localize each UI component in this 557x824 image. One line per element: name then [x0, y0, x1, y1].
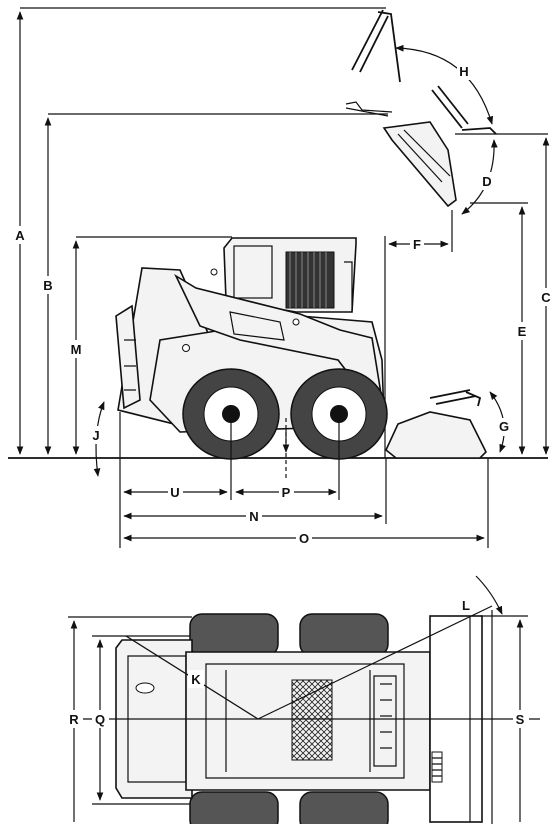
- label-j: J: [92, 428, 99, 443]
- label-r: R: [69, 712, 79, 727]
- label-m: M: [71, 342, 82, 357]
- raised-bucket-top: [351, 9, 401, 83]
- roof-mesh: [291, 679, 333, 761]
- tail-light: [135, 682, 155, 694]
- top-tire-front-left: [299, 613, 389, 657]
- label-h: H: [459, 64, 468, 79]
- label-u: U: [170, 485, 179, 500]
- label-k: K: [191, 672, 201, 687]
- top-tire-rear-right: [189, 791, 279, 824]
- raised-bucket-dump: [345, 85, 497, 208]
- top-view: K L R Q S: [67, 575, 540, 824]
- label-e: E: [518, 324, 527, 339]
- label-q: Q: [95, 712, 105, 727]
- turn-line-l: [257, 605, 493, 720]
- label-c: C: [541, 290, 551, 305]
- label-a: A: [15, 228, 25, 243]
- label-f: F: [413, 237, 421, 252]
- step-grip: [431, 751, 443, 783]
- rear-wheel: [182, 368, 280, 460]
- side-view: A B M C E F H D G J: [8, 7, 554, 548]
- label-d: D: [482, 174, 491, 189]
- label-o: O: [299, 531, 309, 546]
- dim-h: [395, 44, 494, 125]
- ground-bucket: [385, 389, 487, 459]
- front-wheel: [290, 368, 388, 460]
- label-l: L: [462, 598, 470, 613]
- label-p: P: [282, 485, 291, 500]
- cab-grille: [285, 251, 335, 309]
- label-n: N: [249, 509, 258, 524]
- top-tire-rear-left: [189, 613, 279, 657]
- label-b: B: [43, 278, 52, 293]
- label-s: S: [516, 712, 525, 727]
- label-g: G: [499, 419, 509, 434]
- top-tire-front-right: [299, 791, 389, 824]
